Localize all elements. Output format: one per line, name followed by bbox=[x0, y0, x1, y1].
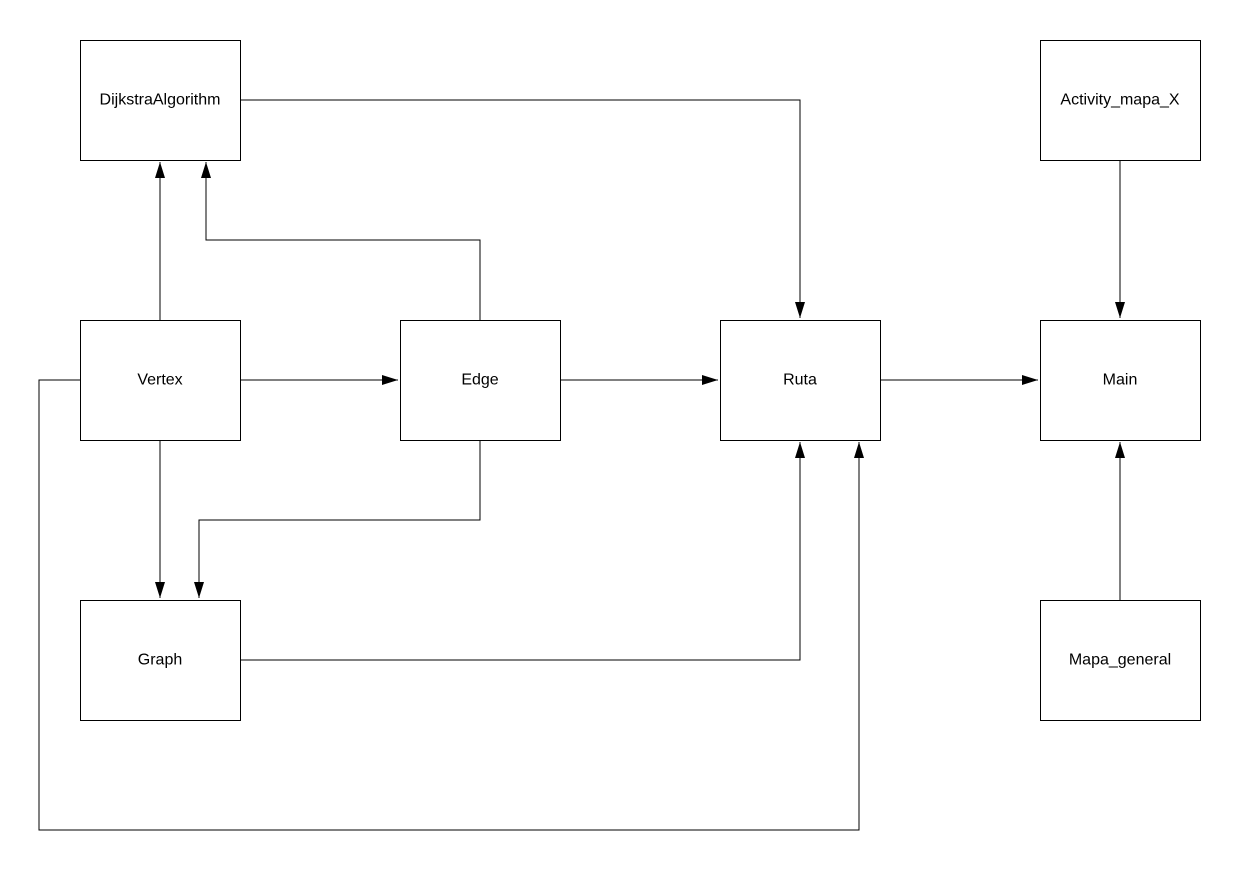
node-mapa[interactable]: Mapa_general bbox=[1040, 600, 1201, 721]
node-edge-label: Edge bbox=[461, 372, 498, 389]
connectors bbox=[38, 99, 1125, 831]
node-activity[interactable]: Activity_mapa_X bbox=[1040, 40, 1201, 161]
node-mapa-label: Mapa_general bbox=[1069, 652, 1171, 669]
node-graph-label: Graph bbox=[138, 652, 182, 669]
node-edge[interactable]: Edge bbox=[400, 320, 561, 441]
node-dijkstra[interactable]: DijkstraAlgorithm bbox=[80, 40, 241, 161]
node-ruta-label: Ruta bbox=[783, 372, 817, 389]
node-main-label: Main bbox=[1103, 372, 1138, 389]
node-dijkstra-label: DijkstraAlgorithm bbox=[100, 92, 221, 109]
node-ruta[interactable]: Ruta bbox=[720, 320, 881, 441]
node-vertex[interactable]: Vertex bbox=[80, 320, 241, 441]
arrow-vertex-to-ruta bbox=[38, 379, 864, 831]
node-vertex-label: Vertex bbox=[137, 372, 182, 389]
node-graph[interactable]: Graph bbox=[80, 600, 241, 721]
arrow-dijkstra-to-ruta bbox=[240, 99, 805, 318]
node-activity-label: Activity_mapa_X bbox=[1060, 92, 1179, 109]
node-main[interactable]: Main bbox=[1040, 320, 1201, 441]
arrow-edge-to-dijkstra bbox=[201, 162, 481, 320]
arrow-edge-to-graph bbox=[194, 440, 481, 598]
arrow-graph-to-ruta bbox=[240, 442, 805, 661]
